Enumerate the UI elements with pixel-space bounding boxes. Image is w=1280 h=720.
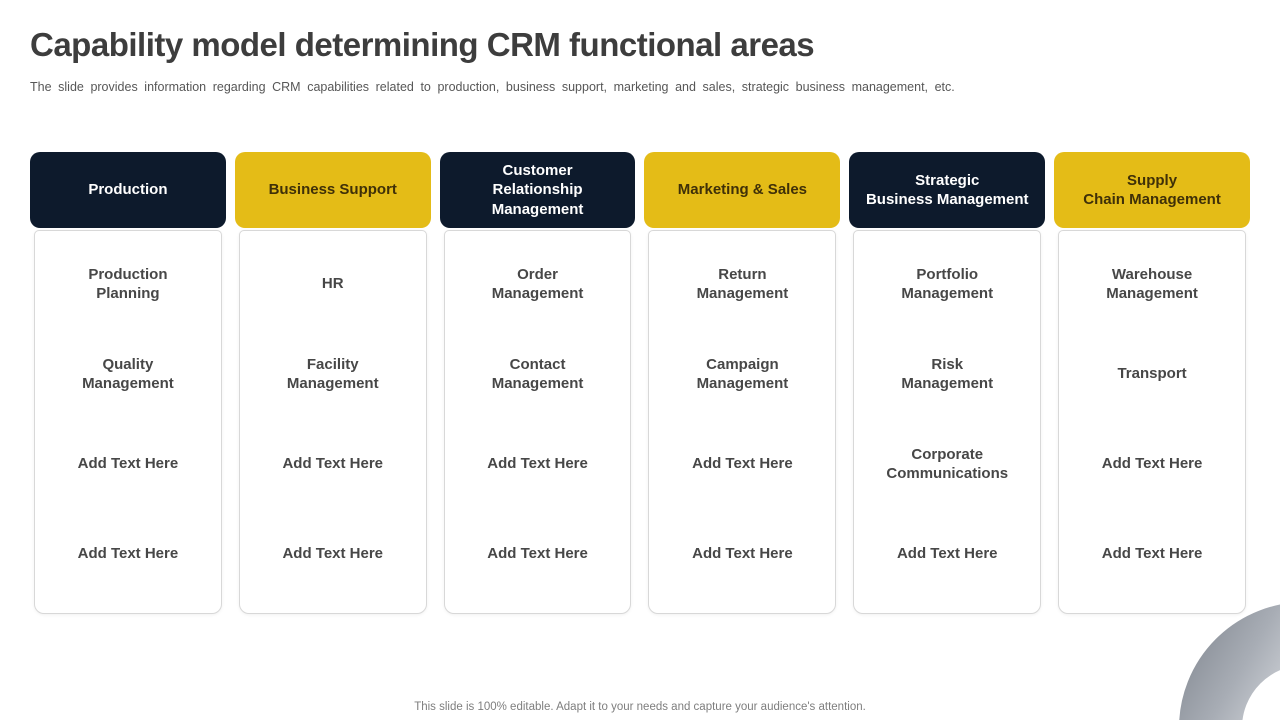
column-header-label: Strategic Business Management <box>865 171 1029 208</box>
capability-item: HR <box>321 275 344 293</box>
capability-item: Risk Management <box>901 355 994 393</box>
capability-item: Campaign Management <box>696 355 789 393</box>
add-text-placeholder[interactable]: Add Text Here <box>487 545 588 563</box>
column-header[interactable]: Marketing & Sales <box>644 152 841 228</box>
add-text-placeholder[interactable]: Add Text Here <box>1101 545 1203 563</box>
capability-item: Corporate Communications <box>886 445 1009 483</box>
add-text-placeholder[interactable]: Add Text Here <box>282 455 384 473</box>
capability-column: Strategic Business Management Portfolio … <box>849 152 1046 614</box>
capability-item: Portfolio Management <box>901 265 994 303</box>
column-header[interactable]: Production <box>30 152 226 228</box>
add-text-placeholder[interactable]: Add Text Here <box>487 455 588 473</box>
add-text-placeholder[interactable]: Add Text Here <box>692 455 793 473</box>
add-text-placeholder[interactable]: Add Text Here <box>77 455 179 473</box>
capability-column: Supply Chain Management Warehouse Manage… <box>1054 152 1250 614</box>
capability-item: Warehouse Management <box>1106 265 1198 303</box>
capability-item: Return Management <box>696 265 789 303</box>
add-text-placeholder[interactable]: Add Text Here <box>1101 455 1203 473</box>
capability-column: Customer Relationship Management Order M… <box>439 152 636 614</box>
add-text-placeholder[interactable]: Add Text Here <box>692 545 793 563</box>
add-text-placeholder[interactable]: Add Text Here <box>77 545 179 563</box>
add-text-placeholder[interactable]: Add Text Here <box>896 545 998 563</box>
column-header-label: Customer Relationship Management <box>491 162 584 218</box>
slide-subtitle: The slide provides information regarding… <box>30 80 955 94</box>
column-header-label: Marketing & Sales <box>677 181 808 199</box>
capability-item: Order Management <box>491 265 584 303</box>
capability-item: Production Planning <box>88 265 168 303</box>
column-header[interactable]: Strategic Business Management <box>849 152 1046 228</box>
column-header[interactable]: Supply Chain Management <box>1054 152 1250 228</box>
column-header[interactable]: Business Support <box>234 152 431 228</box>
column-header[interactable]: Customer Relationship Management <box>439 152 636 228</box>
capability-item: Transport <box>1117 365 1187 383</box>
column-header-label: Supply Chain Management <box>1083 171 1221 208</box>
capability-item: Contact Management <box>491 355 584 393</box>
column-header-label: Production <box>88 181 168 199</box>
page-title: Capability model determining CRM functio… <box>30 26 815 63</box>
capability-item: Facility Management <box>286 355 379 393</box>
footer-note: This slide is 100% editable. Adapt it to… <box>414 701 866 713</box>
capability-item: Quality Management <box>82 355 174 393</box>
add-text-placeholder[interactable]: Add Text Here <box>282 545 384 563</box>
column-header-label: Business Support <box>268 181 397 199</box>
